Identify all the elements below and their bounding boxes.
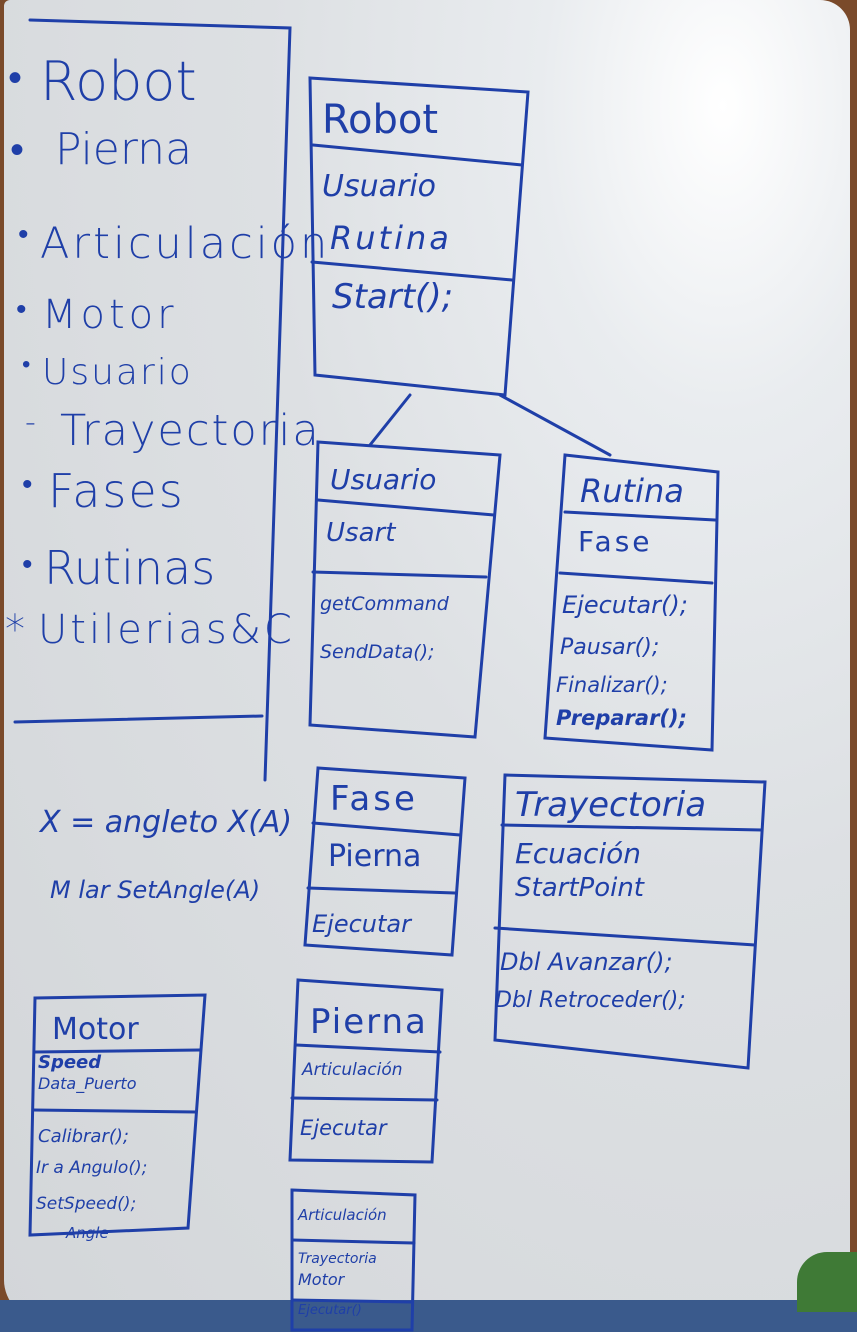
list-bullet: • [22,467,33,502]
articulacion-class-title: Articulación [298,1206,387,1224]
usuario-class-title: Usuario [330,463,437,496]
list-bullet: * [5,607,25,653]
usuario-method-getcommand: getCommand [320,593,449,615]
articulacion-method-ejecutar: Ejecutar() [298,1303,362,1318]
list-bullet: - [25,405,36,440]
motor-method-angle: Angle [66,1224,109,1242]
motor-attr-speed: Speed [38,1052,102,1073]
rutina-method-finalizar: Finalizar(); [556,673,668,697]
list-item-robot: Robot [40,50,197,113]
pierna-class-title: Pierna [310,1002,428,1042]
list-bullet: • [10,127,25,173]
rutina-attr-fase: Fase [578,525,653,558]
articulacion-attr-motor: Motor [298,1270,345,1289]
list-item-rutinas: Rutinas [44,541,216,595]
usuario-attr-usart: Usart [326,518,396,548]
list-item-fases: Fases [48,464,185,518]
motor-class-title: Motor [52,1012,139,1047]
list-bullet: • [22,547,33,582]
motor-attr-data-puerto: Data_Puerto [38,1074,137,1093]
trayectoria-attr-startpoint: StartPoint [515,873,644,903]
list-item-usuario: Usuario [42,352,193,393]
list-item-trayectoria: Trayectoria [60,406,321,456]
plant-leaf [797,1252,857,1312]
trayectoria-class-title: Trayectoria [515,785,707,825]
fase-attr-pierna: Pierna [328,839,422,874]
rutina-method-preparar: Preparar(); [556,706,688,730]
list-bullet: • [22,350,31,378]
pierna-attr-articulacion: Articulación [302,1060,403,1080]
rutina-class-title: Rutina [580,472,684,510]
motor-method-ir-angulo: Ir a Angulo(); [36,1158,148,1178]
articulacion-attr-trayectoria: Trayectoria [298,1251,377,1267]
fase-class-title: Fase [330,779,418,819]
rutina-method-pausar: Pausar(); [560,635,660,660]
list-item-motor: Motor [42,292,178,338]
motor-method-setspeed: SetSpeed(); [36,1194,137,1214]
trayectoria-attr-ecuacion: Ecuación [515,837,642,870]
trayectoria-method-retroceder: Dbl Retroceder(); [495,988,686,1013]
fase-method-ejecutar: Ejecutar [312,910,411,938]
list-bullet: • [16,292,27,327]
motor-method-calibrar: Calibrar(); [38,1126,129,1147]
usuario-method-senddata: SendData(); [320,641,435,663]
rutina-method-ejecutar: Ejecutar(); [562,591,688,619]
frame-edge [0,1300,857,1332]
robot-attr-usuario: Usuario [322,169,437,204]
note-angleto: X = angleto X(A) [40,805,293,840]
list-bullet: • [18,217,29,252]
list-bullet: • [8,55,23,101]
robot-class-title: Robot [322,97,439,143]
list-item-articulacion: Articulación [40,219,331,269]
trayectoria-method-avanzar: Dbl Avanzar(); [500,948,673,976]
pierna-method-ejecutar: Ejecutar [300,1116,387,1140]
robot-attr-rutina: Rutina [330,219,452,257]
robot-method-start: Start(); [332,277,454,317]
list-item-pierna: Pierna [55,124,193,175]
list-item-utilerias: Utilerias&C [38,607,295,653]
note-setangle: M lar SetAngle(A) [50,876,261,904]
